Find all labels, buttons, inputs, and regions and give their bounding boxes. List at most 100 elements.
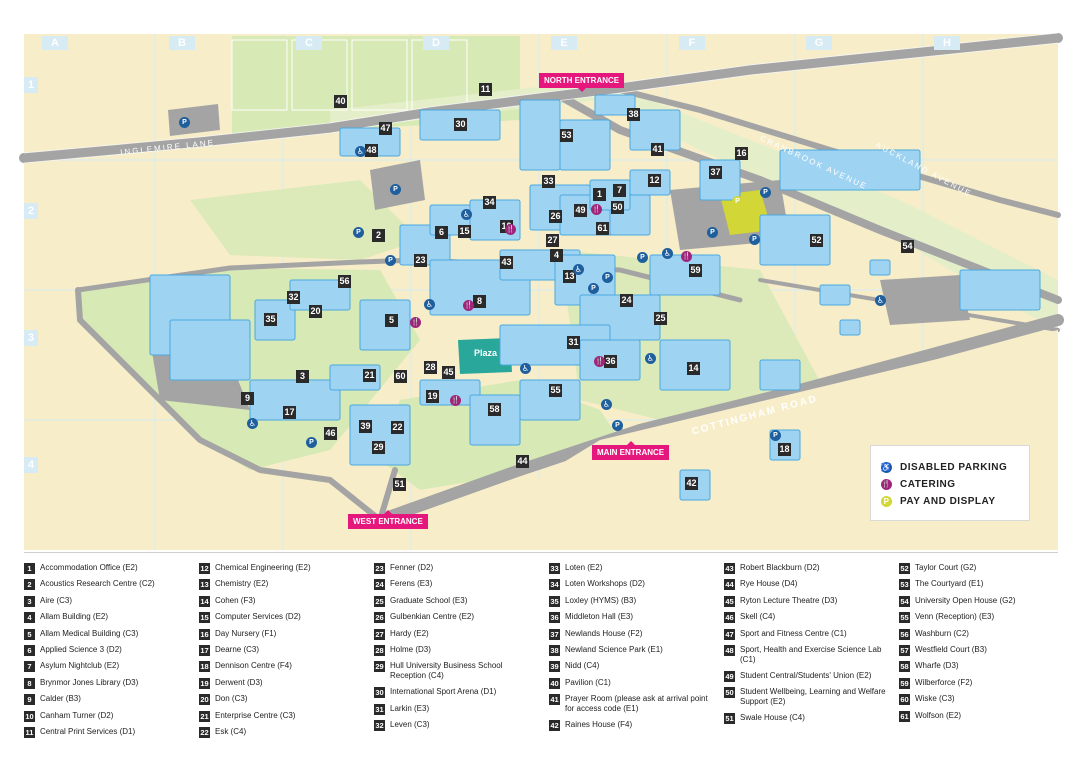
building-marker-37[interactable]: 37 xyxy=(709,166,722,179)
building-marker-9[interactable]: 9 xyxy=(241,392,254,405)
building-marker-2[interactable]: 2 xyxy=(372,229,385,242)
key-building-name: Newland Science Park (E1) xyxy=(565,644,663,654)
map-legend: ♿ DISABLED PARKING 🍴 CATERING P PAY AND … xyxy=(870,445,1030,521)
building-marker-17[interactable]: 17 xyxy=(283,406,296,419)
building-marker-36[interactable]: 36 xyxy=(604,355,617,368)
building-marker-30[interactable]: 30 xyxy=(454,118,467,131)
building-marker-20[interactable]: 20 xyxy=(309,305,322,318)
building-marker-25[interactable]: 25 xyxy=(654,312,667,325)
building-marker-13[interactable]: 13 xyxy=(563,270,576,283)
key-number: 26 xyxy=(374,612,385,624)
building-marker-51[interactable]: 51 xyxy=(393,478,406,491)
key-building-name: Aire (C3) xyxy=(40,595,73,605)
building-marker-56[interactable]: 56 xyxy=(338,275,351,288)
building-marker-16[interactable]: 16 xyxy=(735,147,748,160)
building-marker-24[interactable]: 24 xyxy=(620,294,633,307)
building-marker-46[interactable]: 46 xyxy=(324,427,337,440)
key-building-name: Fenner (D2) xyxy=(390,563,434,572)
building-marker-42[interactable]: 42 xyxy=(685,477,698,490)
building-marker-22[interactable]: 22 xyxy=(391,421,404,434)
building-marker-60[interactable]: 60 xyxy=(394,370,407,383)
key-number: 40 xyxy=(549,677,560,689)
building-marker-15[interactable]: 15 xyxy=(458,225,471,238)
building-marker-47[interactable]: 47 xyxy=(379,122,392,135)
building-marker-12[interactable]: 12 xyxy=(648,174,661,187)
building-marker-28[interactable]: 28 xyxy=(424,361,437,374)
key-building-name: Middleton Hall (E3) xyxy=(565,612,634,622)
building-marker-40[interactable]: 40 xyxy=(334,95,347,108)
key-building-name: Larkin (E3) xyxy=(390,703,430,713)
building-marker-44[interactable]: 44 xyxy=(516,455,529,468)
building-marker-38[interactable]: 38 xyxy=(627,108,640,121)
building-shape xyxy=(169,319,251,381)
building-marker-35[interactable]: 35 xyxy=(264,313,277,326)
disabled-parking-icon: ♿ xyxy=(520,363,531,374)
grid-column-c: C xyxy=(296,36,322,50)
building-marker-32[interactable]: 32 xyxy=(287,291,300,304)
building-marker-4[interactable]: 4 xyxy=(550,249,563,262)
building-marker-26[interactable]: 26 xyxy=(549,210,562,223)
building-marker-1[interactable]: 1 xyxy=(593,188,606,201)
building-marker-7[interactable]: 7 xyxy=(613,184,626,197)
building-marker-61[interactable]: 61 xyxy=(596,222,609,235)
building-marker-21[interactable]: 21 xyxy=(363,369,376,382)
building-marker-11[interactable]: 11 xyxy=(479,83,492,96)
key-building-name: Loten (E2) xyxy=(565,563,603,572)
disabled-parking-icon: ♿ xyxy=(662,248,673,259)
building-marker-48[interactable]: 48 xyxy=(365,144,378,157)
grid-row-1: 1 xyxy=(24,77,38,93)
building-marker-33[interactable]: 33 xyxy=(542,175,555,188)
disabled-parking-icon: ♿ xyxy=(875,295,886,306)
building-shape xyxy=(759,359,801,391)
building-marker-34[interactable]: 34 xyxy=(483,196,496,209)
building-marker-6[interactable]: 6 xyxy=(435,226,448,239)
parking-icon: P xyxy=(707,227,718,238)
building-marker-53[interactable]: 53 xyxy=(560,129,573,142)
key-number: 39 xyxy=(549,661,560,673)
building-marker-3[interactable]: 3 xyxy=(296,370,309,383)
key-number: 57 xyxy=(899,644,910,656)
building-marker-45[interactable]: 45 xyxy=(442,366,455,379)
building-marker-5[interactable]: 5 xyxy=(385,314,398,327)
building-marker-58[interactable]: 58 xyxy=(488,403,501,416)
building-marker-52[interactable]: 52 xyxy=(810,234,823,247)
building-marker-23[interactable]: 23 xyxy=(414,254,427,267)
building-marker-49[interactable]: 49 xyxy=(574,204,587,217)
building-shape xyxy=(959,269,1041,311)
building-marker-19[interactable]: 19 xyxy=(426,390,439,403)
building-marker-43[interactable]: 43 xyxy=(500,256,513,269)
key-number: 31 xyxy=(374,703,385,715)
building-marker-31[interactable]: 31 xyxy=(567,336,580,349)
grid-column-b: B xyxy=(169,36,195,50)
building-marker-50[interactable]: 50 xyxy=(611,201,624,214)
divider xyxy=(24,552,1058,553)
building-marker-54[interactable]: 54 xyxy=(901,240,914,253)
key-item: 31 Larkin (E3) xyxy=(374,703,539,720)
catering-icon: 🍴 xyxy=(410,317,421,328)
building-marker-41[interactable]: 41 xyxy=(651,143,664,156)
key-number: 25 xyxy=(374,595,385,607)
building-marker-27[interactable]: 27 xyxy=(546,234,559,247)
key-building-name: Calder (B3) xyxy=(40,694,81,704)
building-marker-18[interactable]: 18 xyxy=(778,443,791,456)
building-marker-14[interactable]: 14 xyxy=(687,362,700,375)
building-marker-29[interactable]: 29 xyxy=(372,441,385,454)
building-marker-55[interactable]: 55 xyxy=(549,384,562,397)
key-building-name: Holme (D3) xyxy=(390,644,431,654)
building-shape xyxy=(519,99,561,171)
key-number: 5 xyxy=(24,628,35,640)
building-marker-59[interactable]: 59 xyxy=(689,264,702,277)
building-marker-39[interactable]: 39 xyxy=(359,420,372,433)
building-marker-8[interactable]: 8 xyxy=(473,295,486,308)
key-building-name: International Sport Arena (D1) xyxy=(390,687,497,697)
